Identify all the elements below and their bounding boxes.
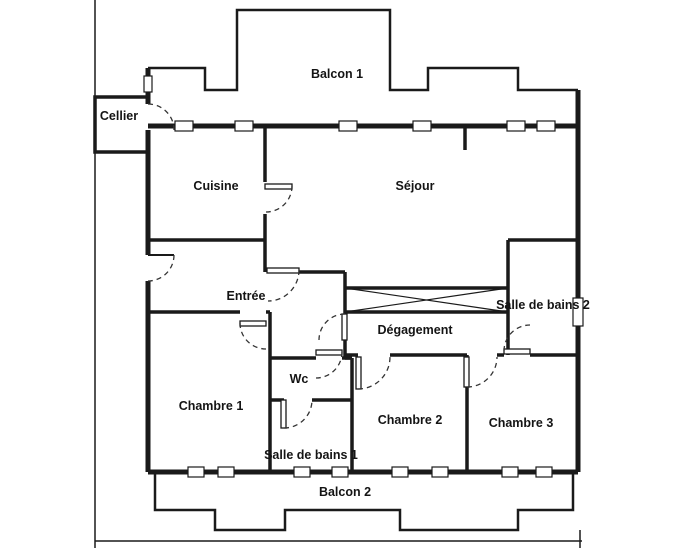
room-label-sejour: Séjour (396, 179, 435, 193)
door-swing-arc (503, 324, 531, 352)
room-label-degagement: Dégagement (377, 323, 453, 337)
door-swing-arc (318, 313, 346, 341)
window (412, 120, 432, 132)
balcon-2-outline (153, 472, 575, 532)
room-label-chambre-2: Chambre 2 (378, 413, 443, 427)
window (174, 120, 194, 132)
window (143, 75, 153, 93)
room-label-entree: Entrée (227, 289, 266, 303)
room-label-cellier: Cellier (100, 109, 138, 123)
room-label-chambre-3: Chambre 3 (489, 416, 554, 430)
window (331, 466, 349, 478)
door-swing-arc (357, 356, 391, 390)
room-labels: Balcon 1 Cellier Cuisine Séjour Entrée D… (100, 67, 590, 499)
window (431, 466, 449, 478)
window (535, 466, 553, 478)
door-leaf (355, 356, 362, 390)
window (501, 466, 519, 478)
door-leaf (463, 356, 470, 388)
door-swing-arc (147, 254, 175, 282)
window (338, 120, 358, 132)
page-border (94, 0, 582, 548)
door-leaf (264, 183, 293, 190)
door-swing-arc (315, 351, 343, 379)
window (217, 466, 235, 478)
room-label-balcon-2: Balcon 2 (319, 485, 371, 499)
window (391, 466, 409, 478)
room-label-balcon-1: Balcon 1 (311, 67, 363, 81)
window (293, 466, 311, 478)
window (506, 120, 526, 132)
room-label-salle-de-bains-1: Salle de bains 1 (264, 448, 358, 462)
door-swing-arc (147, 103, 175, 131)
balcony-walls (148, 8, 578, 532)
door-leaf (280, 399, 287, 429)
stair-shaft-crossed-box (344, 287, 509, 313)
door-leaf (315, 349, 343, 356)
windows (143, 75, 584, 478)
room-label-salle-de-bains-2: Salle de bains 2 (496, 298, 590, 312)
window (572, 297, 584, 327)
door-leaves (148, 183, 531, 429)
window (536, 120, 556, 132)
balcon-1-outline (148, 8, 578, 92)
door-swing-arc (267, 269, 300, 302)
door-swing-arc (283, 399, 313, 429)
door-leaf (341, 313, 348, 341)
room-label-wc: Wc (290, 372, 309, 386)
door-swing-arc (466, 356, 498, 388)
door-leaf (503, 348, 531, 355)
door-swing-arc (265, 185, 293, 213)
cellier-outline (93, 95, 148, 154)
door-swing-arcs (147, 103, 531, 429)
door-leaf (239, 320, 267, 327)
door-swing-arc (239, 322, 267, 350)
door-leaf (266, 267, 300, 274)
room-label-chambre-1: Chambre 1 (179, 399, 244, 413)
window (234, 120, 254, 132)
window (187, 466, 205, 478)
interior-walls (93, 95, 578, 472)
room-label-cuisine: Cuisine (193, 179, 238, 193)
